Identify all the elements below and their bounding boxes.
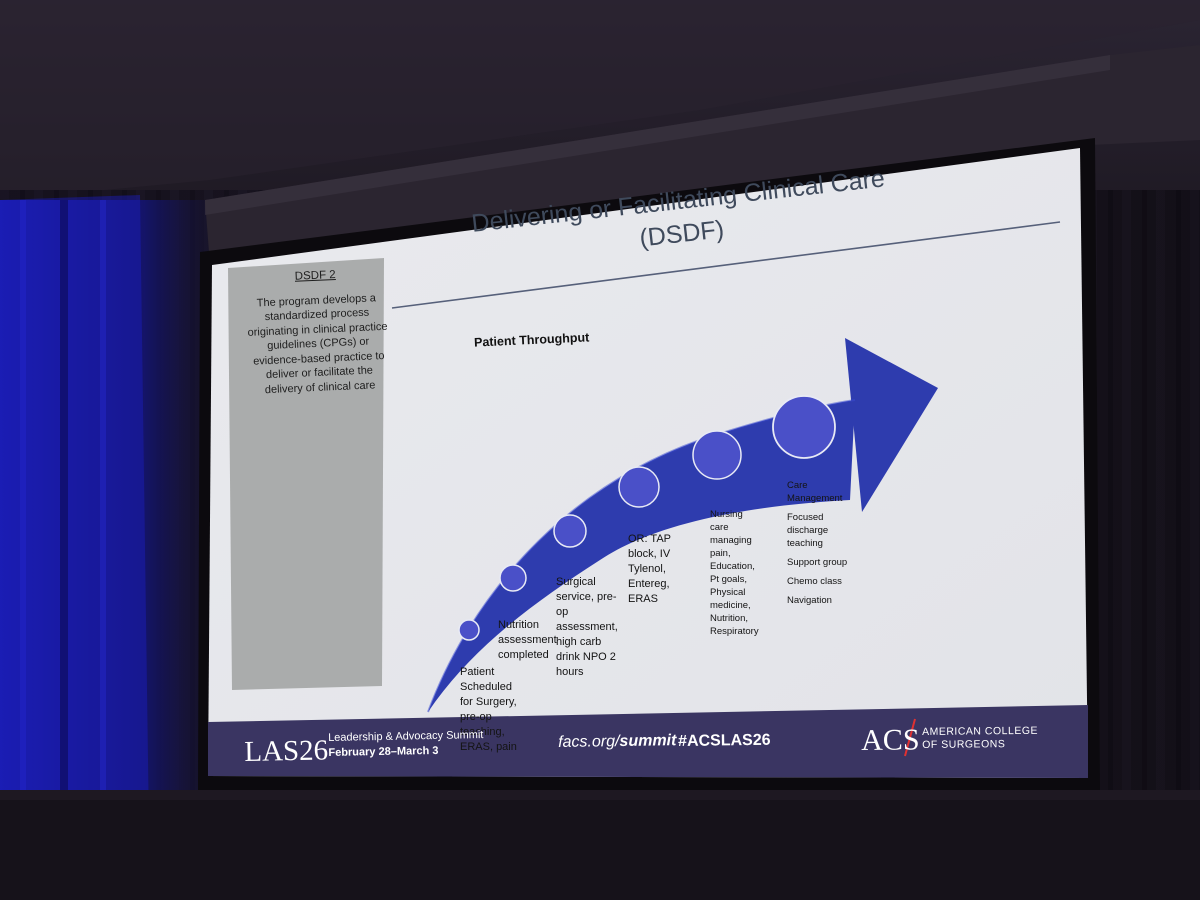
step-circle <box>692 430 742 480</box>
throughput-arrow <box>428 400 855 712</box>
step-circle <box>772 395 836 459</box>
step-circle <box>618 466 660 508</box>
step-circle <box>458 619 480 641</box>
step-circle <box>499 564 527 592</box>
step-circle <box>553 514 587 548</box>
